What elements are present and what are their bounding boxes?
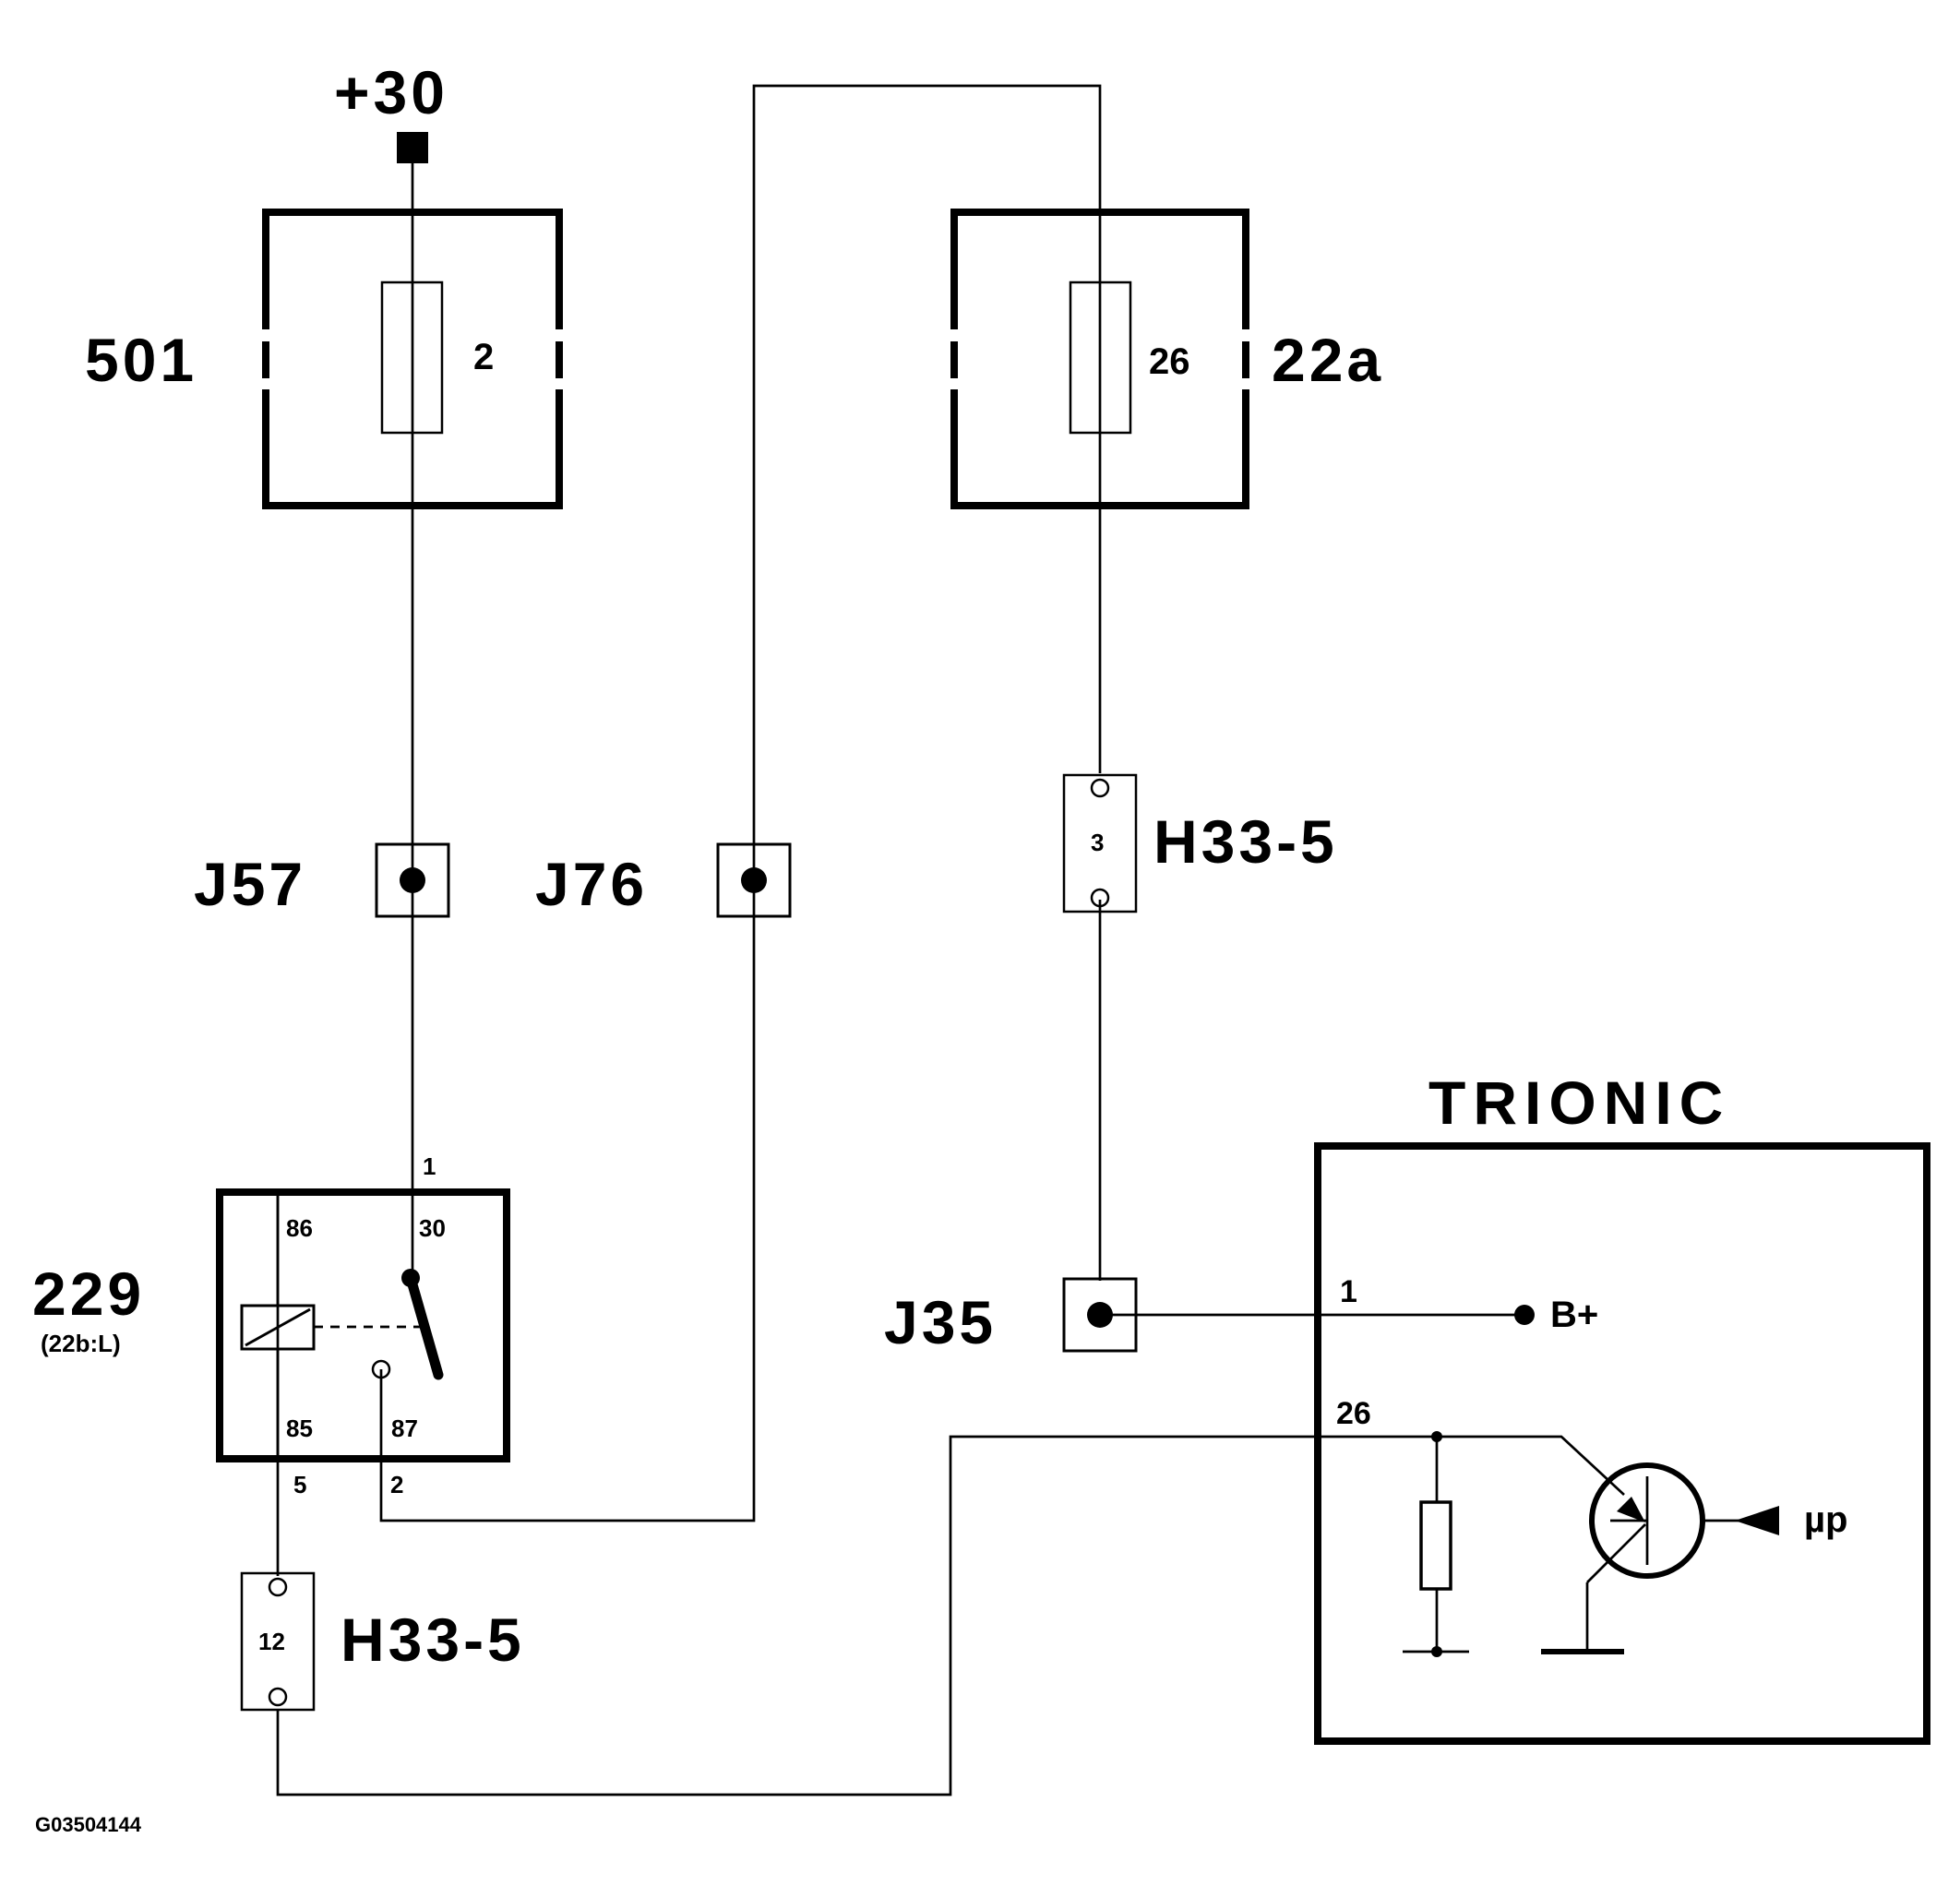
supply-terminal-block <box>397 132 428 163</box>
relay-terminal-30: 30 <box>419 1214 446 1242</box>
junction-j57: J57 <box>194 842 450 918</box>
relay-pin-5: 5 <box>293 1471 306 1498</box>
relay-contact-87 <box>371 1359 391 1379</box>
fuse-box-22a: 22a 26 <box>950 209 1384 509</box>
processor-label: µp <box>1804 1499 1847 1540</box>
ecu-pin-26: 26 <box>1336 1396 1371 1431</box>
connector-h33-5-pin12: 12 H33-5 <box>240 1571 525 1712</box>
fuse-element-2 <box>380 281 444 435</box>
relay-terminal-87: 87 <box>391 1415 418 1442</box>
pull-down-resistor <box>1419 1500 1452 1591</box>
relay-terminal-85: 85 <box>286 1415 313 1442</box>
connector-pin-3: 3 <box>1091 829 1104 856</box>
relay-terminal-86: 86 <box>286 1214 313 1242</box>
junction-j76-dot <box>741 867 767 893</box>
trionic-ecu: TRIONIC 1 B+ 26 µp <box>1314 1068 1930 1745</box>
junction-j35-label: J35 <box>884 1288 997 1356</box>
fuse-box-22a-label: 22a <box>1272 326 1384 394</box>
junction-j35: J35 <box>884 1277 1138 1356</box>
relay-switch-arm <box>405 1272 444 1380</box>
relay-pin-2: 2 <box>390 1471 403 1498</box>
relay-pin-1: 1 <box>423 1152 436 1180</box>
connector-h33-5-lower-label: H33-5 <box>341 1606 525 1674</box>
connector-pin-12: 12 <box>258 1628 285 1655</box>
fuse-box-501-label: 501 <box>85 326 197 394</box>
fuse-number-26: 26 <box>1149 341 1190 382</box>
emitter-arrow <box>1617 1497 1645 1522</box>
bplus-node <box>1514 1305 1535 1325</box>
supply-terminal: +30 <box>334 58 448 163</box>
junction-j35-dot <box>1087 1302 1113 1328</box>
relay-229: 1 86 30 85 87 5 2 229 (22b:L) <box>32 1152 510 1498</box>
junction-j76: J76 <box>535 842 792 918</box>
wire-connector-to-ecu26 <box>276 1435 1625 1797</box>
reference-code: G03504144 <box>35 1813 142 1836</box>
processor-arrow <box>1735 1506 1779 1535</box>
relay-229-label: 229 <box>32 1259 145 1328</box>
fuse-element-26 <box>1069 281 1132 435</box>
relay-229-sublabel: (22b:L) <box>41 1330 121 1357</box>
junction-j57-dot <box>400 867 425 893</box>
junction-j57-label: J57 <box>194 850 306 918</box>
relay-body <box>216 1188 510 1462</box>
bplus-label: B+ <box>1550 1295 1598 1335</box>
connector-h33-5-pin3: 3 H33-5 <box>1062 773 1338 913</box>
supply-label: +30 <box>334 58 448 126</box>
fuse-box-501: 501 2 <box>85 209 563 509</box>
ecu-title: TRIONIC <box>1428 1068 1730 1137</box>
connector-h33-5-upper-label: H33-5 <box>1153 807 1338 876</box>
wire-relay87-to-j35 <box>379 84 1102 1522</box>
fuse-number-2: 2 <box>473 337 494 377</box>
ecu-box <box>1314 1142 1930 1745</box>
ecu-pin-1: 1 <box>1340 1274 1357 1309</box>
junction-j76-label: J76 <box>535 850 648 918</box>
